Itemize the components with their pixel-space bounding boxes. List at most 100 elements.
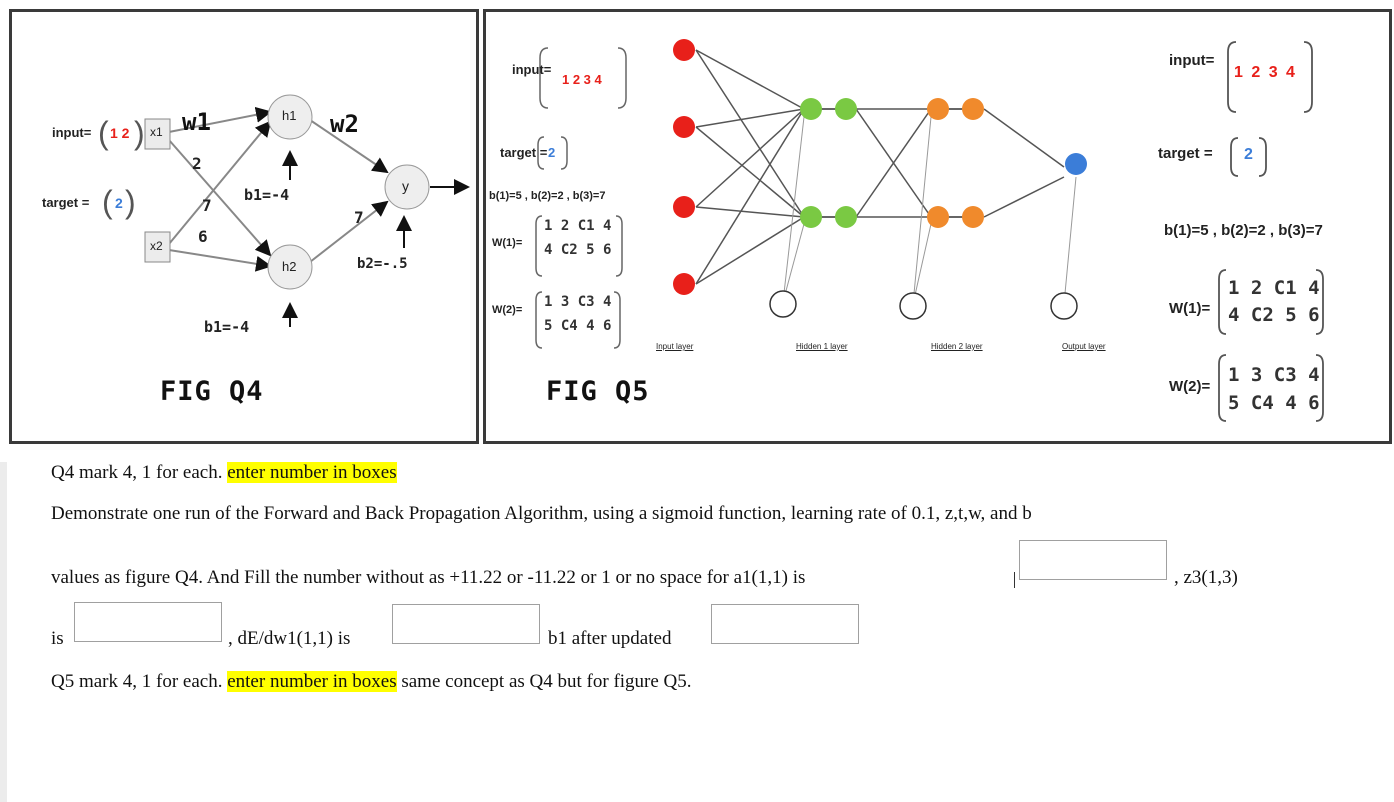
q5-right-target-value: 2: [1244, 146, 1253, 163]
q5-hidden2-z-node-2: [927, 206, 949, 228]
q5-target-value: 2: [548, 145, 556, 160]
q5-bias-node-1: [769, 290, 797, 318]
q5-target-label: target =: [500, 145, 548, 160]
q5-layer-label-hidden1: Hidden 1 layer: [796, 342, 848, 351]
q4-w2-label: w2: [330, 110, 359, 138]
q5-w2-row1: 1 3 C3 4: [544, 294, 612, 310]
edge-h2-y: [309, 200, 389, 263]
q5-tail: same concept as Q4 but for figure Q5.: [401, 671, 692, 692]
q5-heading: Q5 mark 4, 1 for each.: [51, 671, 223, 692]
q5-w2-row2: 5 C4 4 6: [544, 318, 612, 334]
q4-target-bracket-close: ): [125, 184, 136, 220]
node-x1: [144, 118, 171, 150]
q5-w1-row2: 4 C2 5 6: [544, 242, 612, 258]
q4-h1-label: h1: [282, 108, 297, 123]
q5-w1-label: W(1)=: [492, 237, 523, 249]
edge-x1-h1: [168, 106, 272, 133]
q4-weight-2: 2: [192, 154, 202, 173]
q5-input-node-2: [673, 116, 695, 138]
q5-input-values: 1 2 3 4: [562, 72, 602, 87]
q5-input-label: input=: [512, 62, 552, 77]
q5-right-target-label: target =: [1158, 145, 1213, 162]
q4-b1-lower: b1=-4: [204, 318, 250, 336]
node-h1: [267, 94, 313, 140]
q5-right-w1-row2: 4 C2 5 6: [1228, 304, 1320, 326]
q4-y-label: y: [402, 178, 409, 194]
q5-w2-label: W(2)=: [492, 304, 523, 316]
q5-output-node: [1065, 153, 1087, 175]
q5-input-node-3: [673, 196, 695, 218]
q4-weight-6: 6: [198, 227, 208, 246]
cursor-tick: [1014, 572, 1015, 588]
q5-edges-input-hidden1: [695, 49, 805, 285]
question-line-2-post: , z3(1,3): [1174, 567, 1238, 588]
q4-input-label: input=: [52, 125, 92, 140]
q4-b2-label: b2=-.5: [357, 256, 408, 272]
q4-w1-label: w1: [182, 108, 211, 136]
q5-hidden2-z-node-1: [927, 98, 949, 120]
fig-q4-caption: FIG Q4: [160, 376, 264, 407]
answer-dedw1-1-1[interactable]: [392, 604, 540, 644]
q4-highlight: enter number in boxes: [227, 462, 397, 483]
left-margin-strip: [0, 462, 7, 802]
question-dedw-label: , dE/dw1(1,1) is: [228, 628, 351, 649]
q5-right-w2-row2: 5 C4 4 6: [1228, 392, 1320, 414]
q5-highlight: enter number in boxes: [227, 671, 397, 692]
q5-input-node-1: [673, 39, 695, 61]
q5-input-node-4: [673, 273, 695, 295]
q5-edges-hidden1-hidden2: [855, 108, 932, 218]
node-x2: [144, 231, 171, 263]
q4-input-bracket-close: ): [134, 115, 145, 151]
edge-h1-y: [309, 119, 389, 174]
q4-target-value: 2: [115, 195, 123, 211]
node-y: [384, 164, 430, 210]
q4-b1-upper: b1=-4: [244, 186, 290, 204]
q5-bias-node-3: [1050, 292, 1078, 320]
q4-input-values: 1 2: [110, 125, 130, 141]
figure-q4-panel: input= ( 1 2 ) target = ( 2 ) x1 x2 w1 w…: [9, 9, 479, 444]
question-line-2-pre: values as figure Q4. And Fill the number…: [51, 567, 806, 588]
q5-right-w2-label: W(2)=: [1169, 378, 1211, 395]
q5-layer-label-input: Input layer: [656, 342, 694, 351]
q5-heading-line: Q5 mark 4, 1 for each. enter number in b…: [51, 671, 692, 693]
figure-q5-panel: input= 1 2 3 4 target = 2 b(1)=5 , b(2)=…: [483, 9, 1392, 444]
q4-target-bracket-open: (: [102, 184, 113, 220]
q4-network-diagram: [144, 94, 470, 327]
q4-weight-7b: 7: [354, 208, 364, 227]
q5-layer-label-hidden2: Hidden 2 layer: [931, 342, 983, 351]
q4-target-label: target =: [42, 195, 90, 210]
q5-right-w1-label: W(1)=: [1169, 300, 1211, 317]
q5-hidden2-a-node-2: [962, 206, 984, 228]
q5-network-diagram: [535, 39, 1324, 422]
q5-hidden1-z-node-2: [800, 206, 822, 228]
q4-weight-7a: 7: [202, 196, 212, 215]
q4-x2-label: x2: [150, 239, 163, 253]
q5-hidden1-a-node-1: [835, 98, 857, 120]
question-line-1: Demonstrate one run of the Forward and B…: [51, 503, 1032, 524]
question-b1-label: b1 after updated: [548, 628, 672, 649]
q4-input-bracket-open: (: [98, 115, 109, 151]
answer-b1-updated[interactable]: [711, 604, 859, 644]
q5-biases: b(1)=5 , b(2)=2 , b(3)=7: [489, 190, 606, 202]
answer-a1-1-1[interactable]: [1019, 540, 1167, 580]
fig-q5-caption: FIG Q5: [546, 376, 650, 407]
q5-hidden1-z-node-1: [800, 98, 822, 120]
q5-right-biases: b(1)=5 , b(2)=2 , b(3)=7: [1164, 222, 1323, 239]
answer-z3-1-3[interactable]: [74, 602, 222, 642]
q5-right-input-values: 1 2 3 4: [1234, 64, 1297, 81]
q4-heading: Q4 mark 4, 1 for each.: [51, 462, 223, 483]
q5-w1-row1: 1 2 C1 4: [544, 218, 612, 234]
q4-x1-label: x1: [150, 125, 163, 139]
q5-layer-label-output: Output layer: [1062, 342, 1106, 351]
q5-edges-hidden2-output: [983, 108, 1065, 218]
q5-hidden2-a-node-1: [962, 98, 984, 120]
q4-heading-line: Q4 mark 4, 1 for each. enter number in b…: [51, 462, 397, 484]
q5-right-input-label: input=: [1169, 52, 1215, 69]
q5-right-w2-row1: 1 3 C3 4: [1228, 364, 1320, 386]
q4-h2-label: h2: [282, 259, 297, 274]
edge-x2-h2: [168, 249, 272, 272]
question-is-label: is: [51, 628, 64, 649]
q5-bias-node-2: [899, 292, 927, 320]
edge-x2-h1: [168, 120, 272, 245]
q5-right-w1-row1: 1 2 C1 4: [1228, 277, 1320, 299]
